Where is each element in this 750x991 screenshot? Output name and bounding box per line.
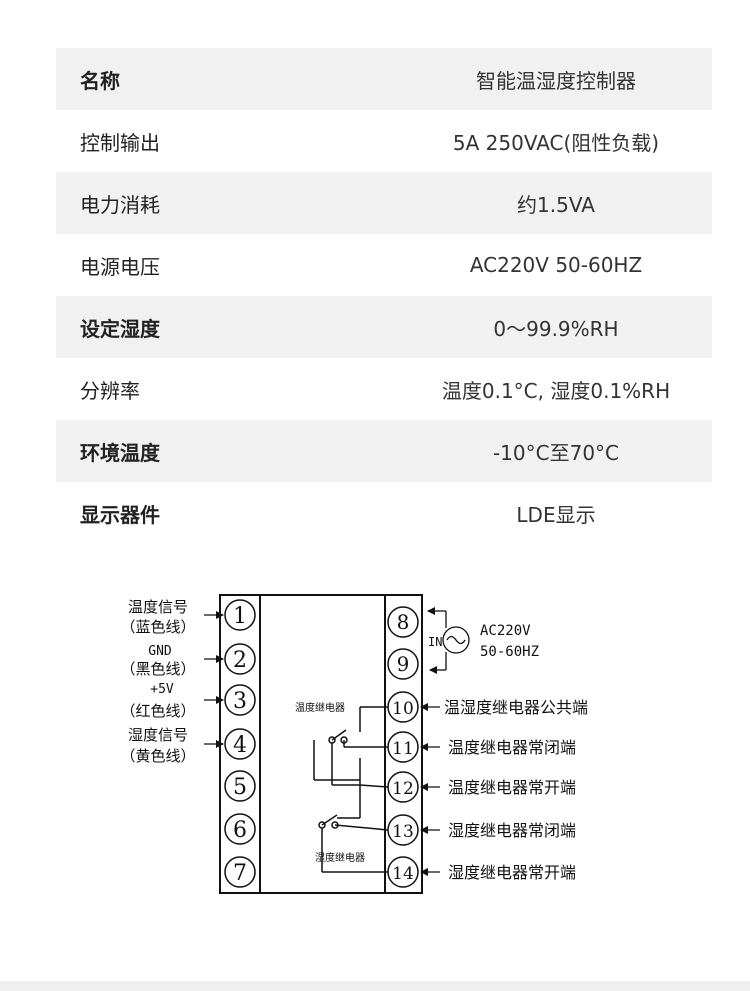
spec-row-name: 名称 智能温湿度控制器 [56,48,712,110]
spec-row-ambient-temperature: 环境温度 -10°C至70°C [56,420,712,482]
label-temp-signal: 温度信号 [128,598,188,616]
relay-temp-label: 温度继电器 [295,701,345,714]
label-humidity-nc: 湿度继电器常闭端 [448,821,576,840]
label-red-wire: （红色线） [120,702,195,720]
spec-label: 分辨率 [80,378,140,403]
label-blue-wire: （蓝色线） [120,618,195,636]
ac-power-input [427,607,470,674]
terminal-6: 6 [233,818,247,843]
spec-value: 智能温湿度控制器 [476,68,636,93]
terminal-10: 10 [392,699,414,719]
spec-value: -10°C至70°C [492,440,620,465]
label-humidity-no: 湿度继电器常开端 [448,863,576,882]
terminal-12: 12 [392,779,414,799]
spec-label: 控制输出 [80,130,160,155]
terminal-14: 14 [392,864,414,884]
terminal-13: 13 [392,822,414,842]
terminal-3: 3 [233,689,247,714]
label-common-terminal: 温湿度继电器公共端 [444,698,588,717]
spec-label: 名称 [80,68,120,93]
spec-value: 5A 250VAC(阻性负载) [452,130,660,155]
label-temp-nc: 温度继电器常闭端 [448,738,576,757]
spec-value: 0～99.9%RH [493,316,619,341]
power-voltage: AC220V [480,623,531,639]
spec-label: 电源电压 [80,254,160,279]
terminal-1: 1 [233,604,247,629]
relay-wiring [313,706,389,873]
label-5v: +5V [150,682,174,697]
spec-label: 设定湿度 [80,316,160,341]
spec-label: 显示器件 [80,502,160,527]
terminal-11: 11 [392,739,414,759]
in-label: IN [428,635,442,649]
terminal-8: 8 [397,610,410,634]
relay-humidity-label: 湿度继电器 [315,851,365,864]
spec-row-display: 显示器件 LDE显示 [56,482,712,544]
label-humidity-signal: 湿度信号 [128,726,188,744]
spec-table: 名称 智能温湿度控制器 控制输出 5A 250VAC(阻性负载) 电力消耗 约1… [56,48,712,544]
left-arrows [204,611,224,748]
terminal-2: 2 [233,648,247,673]
ac-source-icon [442,626,470,654]
terminal-5: 5 [233,775,247,800]
terminal-9: 9 [397,652,410,676]
wiring-diagram: 1 2 3 4 5 6 7 8 9 10 11 12 13 14 温度信号 （蓝… [120,594,588,894]
label-yellow-wire: （黄色线） [120,747,195,765]
terminal-7: 7 [233,861,247,886]
right-arrows [420,703,440,876]
spec-row-set-humidity: 设定湿度 0～99.9%RH [56,296,712,358]
spec-row-power-consumption: 电力消耗 约1.5VA [56,172,712,234]
right-terminals: 8 9 10 11 12 13 14 [387,606,419,888]
spec-row-control-output: 控制输出 5A 250VAC(阻性负载) [56,110,712,172]
left-terminals: 1 2 3 4 5 6 7 [224,599,256,888]
label-black-wire: （黑色线） [120,660,195,678]
power-frequency: 50-60HZ [480,644,539,660]
spec-row-resolution: 分辨率 温度0.1°C, 湿度0.1%RH [56,358,712,420]
footer-bar [0,981,750,991]
spec-value: LDE显示 [516,502,596,527]
label-temp-no: 温度继电器常开端 [448,778,576,797]
spec-value: 温度0.1°C, 湿度0.1%RH [441,378,671,403]
spec-label: 环境温度 [80,440,160,465]
spec-label: 电力消耗 [80,192,160,217]
spec-row-supply-voltage: 电源电压 AC220V 50-60HZ [56,234,712,296]
left-wire-labels: 温度信号 （蓝色线） GND （黑色线） +5V （红色线） 湿度信号 （黄色线… [120,598,195,765]
spec-value: 约1.5VA [517,192,595,217]
right-wire-labels: 温湿度继电器公共端 温度继电器常闭端 温度继电器常开端 湿度继电器常闭端 湿度继… [444,698,588,882]
spec-value: AC220V 50-60HZ [469,253,643,277]
terminal-4: 4 [233,733,247,758]
label-gnd: GND [148,644,172,659]
